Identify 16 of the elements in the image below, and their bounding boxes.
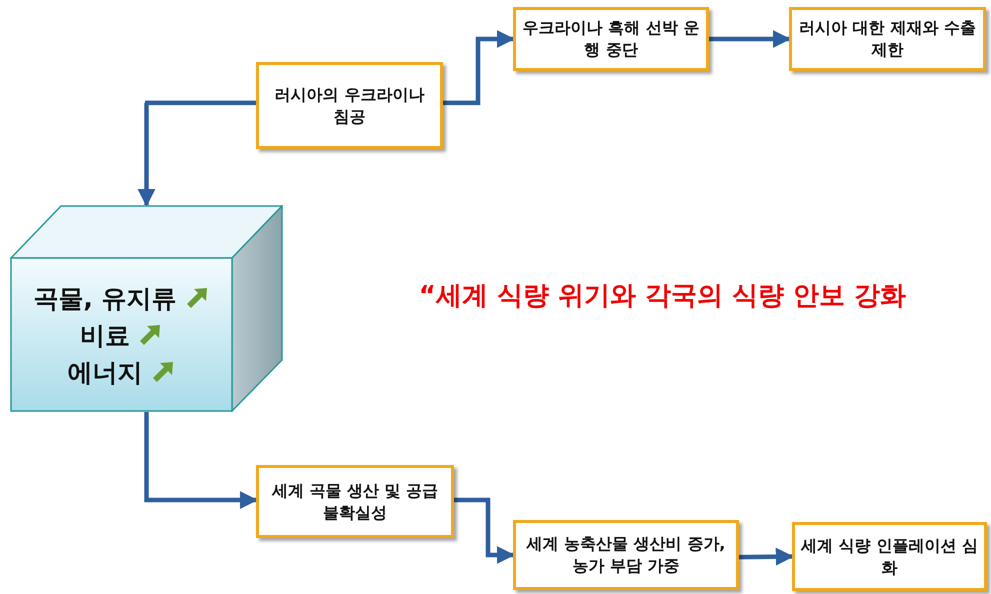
connector-arrow [709,30,791,48]
process-box: 우크라이나 흑해 선박 운행 중단 [513,7,709,71]
item-text: 비료 [80,320,130,352]
process-box: 세계 곡물 생산 및 공급 불확실성 [256,465,454,538]
connector-arrow [144,412,258,510]
headline-text: “세계 식량 위기와 각국의 식량 안보 강화 [418,280,908,313]
connector-arrow [738,548,794,566]
connector-arrow [443,30,515,106]
connector-arrow [454,498,515,564]
connector-arrow [138,100,256,207]
process-box: 세계 식량 인플레이션 심화 [792,522,987,591]
item-text: 에너지 [68,356,142,388]
item-text: 곡물, 유지류 [33,282,177,314]
process-box: 러시아의 우크라이나 침공 [256,62,443,149]
process-box: 러시아 대한 제재와 수출 제한 [789,7,986,71]
process-box: 세계 농축산물 생산비 증가, 농가 부담 가중 [513,520,739,590]
